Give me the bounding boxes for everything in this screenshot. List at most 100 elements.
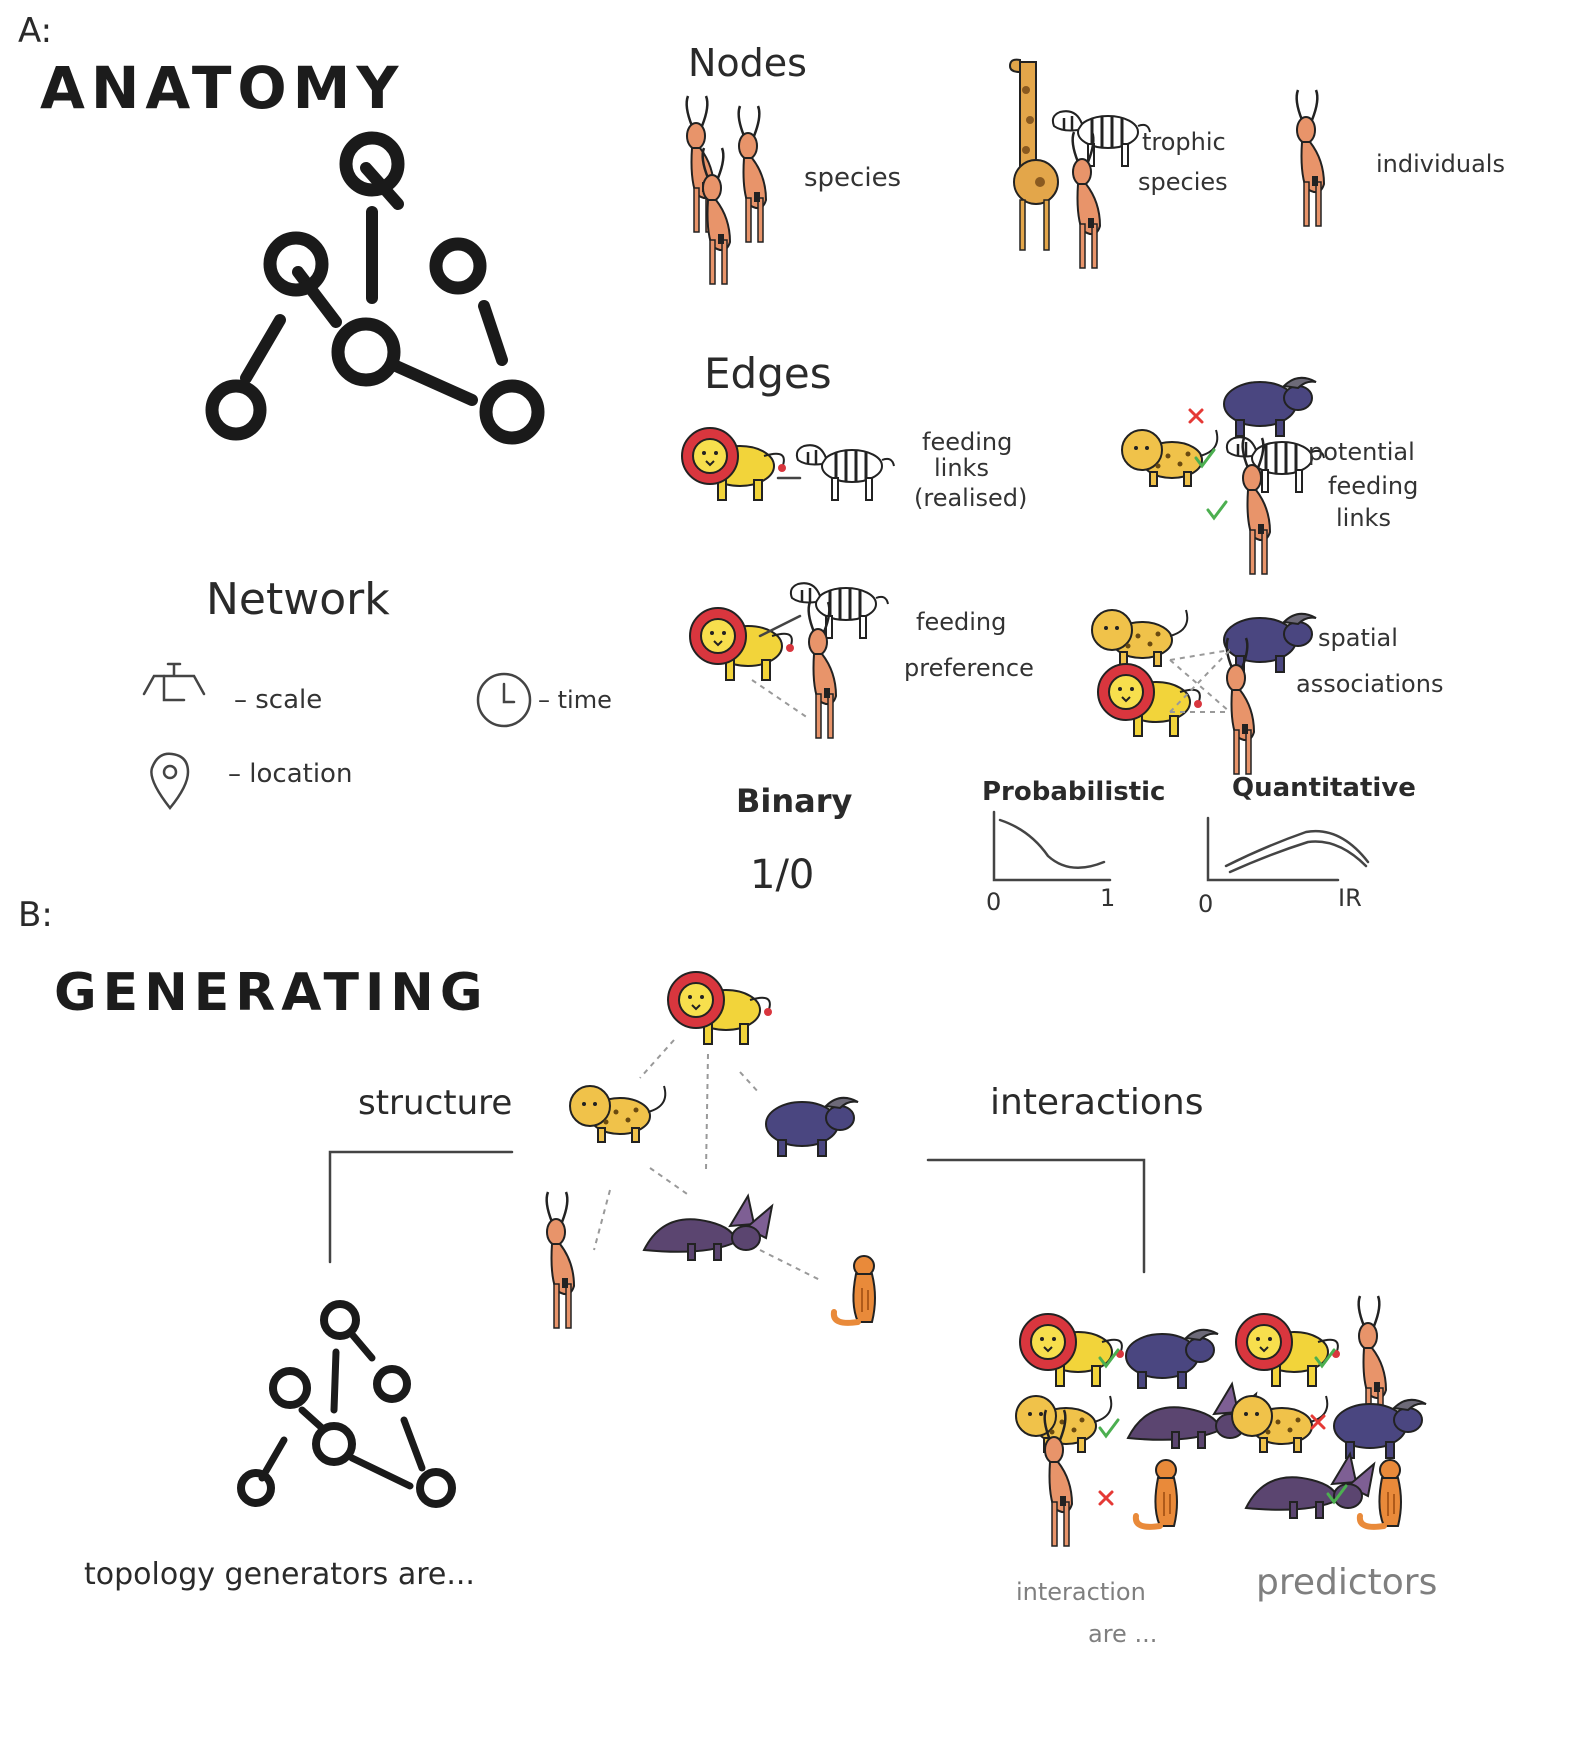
nodes-heading: Nodes	[688, 41, 807, 85]
quantitative-plot	[1206, 816, 1370, 882]
topology-caption: topology generators are...	[84, 1557, 475, 1592]
leopard-icon	[1121, 429, 1219, 487]
graph-edge	[346, 1328, 376, 1362]
probabilistic-plot	[992, 810, 1112, 882]
buffalo-icon	[1223, 612, 1317, 673]
graph-node	[237, 1469, 275, 1507]
quantitative-min-label: 0	[1198, 890, 1213, 918]
leopard-icon	[1091, 609, 1189, 667]
zebra-icon	[789, 581, 890, 640]
interaction-caption-2: predictors	[1256, 1562, 1437, 1603]
network-heading: Network	[206, 574, 390, 625]
food-web-links	[593, 1039, 821, 1281]
cross-mark	[1188, 408, 1204, 424]
cross-mark	[1310, 1414, 1326, 1430]
interactions-label: interactions	[990, 1082, 1203, 1123]
zebra-icon	[795, 443, 896, 502]
spatial-associations-label-2: associations	[1296, 670, 1443, 698]
potential-links-label-1: potential	[1308, 438, 1415, 466]
binary-value: 1/0	[750, 852, 814, 898]
nodes-species2-label: species	[1138, 168, 1228, 196]
graph-edge	[298, 1406, 326, 1432]
interaction-caption-1: interaction	[1016, 1578, 1146, 1606]
probabilistic-min-label: 0	[986, 888, 1001, 916]
potential-links-label-2: feeding	[1328, 472, 1418, 500]
meerkat-icon	[834, 1256, 875, 1323]
graph-node	[320, 1300, 360, 1340]
graph-edge	[292, 266, 342, 328]
graph-node	[416, 1468, 456, 1508]
network-location-label: – location	[228, 759, 352, 789]
lion-icon	[1235, 1313, 1341, 1387]
graph-node	[429, 237, 487, 295]
network-scale-label: – scale	[234, 685, 322, 715]
check-mark	[1206, 500, 1228, 521]
leopard-icon	[569, 1085, 667, 1143]
graph-node	[263, 231, 329, 297]
quantitative-heading: Quantitative	[1232, 773, 1416, 803]
antelope-icon	[545, 1190, 576, 1330]
graph-edge	[330, 1348, 340, 1414]
interaction-grid	[1015, 1294, 1427, 1548]
lion-icon	[681, 427, 787, 501]
aardvark-icon	[1245, 1453, 1375, 1519]
graph-node	[312, 1422, 356, 1466]
anatomy-network-graph	[205, 131, 545, 445]
network-time-label: – time	[538, 686, 612, 714]
graph-edge	[400, 1416, 426, 1472]
section-a-letter: A:	[18, 11, 52, 51]
food-web	[545, 971, 875, 1330]
spatial-associations-label-1: spatial	[1318, 624, 1398, 652]
check-mark	[1098, 1348, 1120, 1369]
edges-heading: Edges	[704, 349, 832, 398]
meerkat-icon	[1136, 1460, 1177, 1527]
buffalo-icon	[1333, 1398, 1427, 1459]
clock-icon	[476, 672, 532, 728]
graph-node	[205, 379, 267, 441]
buffalo-icon	[1125, 1328, 1219, 1389]
zebra-icon	[1051, 109, 1152, 168]
nodes-individuals-label: individuals	[1376, 150, 1505, 178]
feeding-links-label-1: feeding	[922, 428, 1012, 456]
buffalo-icon	[1223, 376, 1317, 437]
graph-node	[331, 317, 401, 387]
preference-strong-line	[758, 614, 802, 638]
topology-graph	[237, 1300, 456, 1508]
location-pin-icon	[150, 752, 190, 810]
nodes-trophic-label: trophic	[1142, 128, 1226, 156]
lion-icon	[667, 971, 773, 1045]
preference-weak-line	[751, 679, 809, 719]
graph-node	[479, 379, 545, 445]
cross-mark	[1098, 1490, 1114, 1506]
nodes-species-label: species	[804, 163, 901, 193]
scale-icon	[142, 662, 206, 702]
lion-icon	[1019, 1313, 1125, 1387]
probabilistic-max-label: 1	[1100, 884, 1115, 912]
feeding-preference-label-1: feeding	[916, 608, 1006, 636]
structure-bracket	[328, 1150, 514, 1264]
graph-edge	[478, 300, 508, 366]
interactions-bracket	[926, 1158, 1146, 1274]
probabilistic-heading: Probabilistic	[982, 777, 1165, 807]
aardvark-icon	[643, 1195, 773, 1261]
quantitative-max-label: IR	[1338, 884, 1362, 912]
check-mark	[1098, 1418, 1120, 1439]
check-mark	[1314, 1348, 1336, 1369]
graph-edge	[348, 1454, 414, 1490]
section-b-letter: B:	[18, 895, 53, 935]
structure-label: structure	[358, 1083, 512, 1123]
feeding-links-label-3: (realised)	[914, 484, 1027, 512]
leopard-icon	[1231, 1395, 1329, 1453]
graph-node	[373, 1365, 411, 1403]
section-a-title: ANATOMY	[40, 54, 404, 122]
check-mark	[1194, 448, 1216, 469]
feeding-preference-label-2: preference	[904, 654, 1034, 682]
binary-heading: Binary	[736, 782, 853, 820]
graph-edge	[240, 314, 286, 384]
feeding-links-label-2: links	[934, 454, 989, 482]
potential-links-label-3: links	[1336, 504, 1391, 532]
buffalo-icon	[765, 1096, 859, 1157]
graph-node	[339, 131, 405, 197]
antelope-icon	[1071, 130, 1102, 270]
